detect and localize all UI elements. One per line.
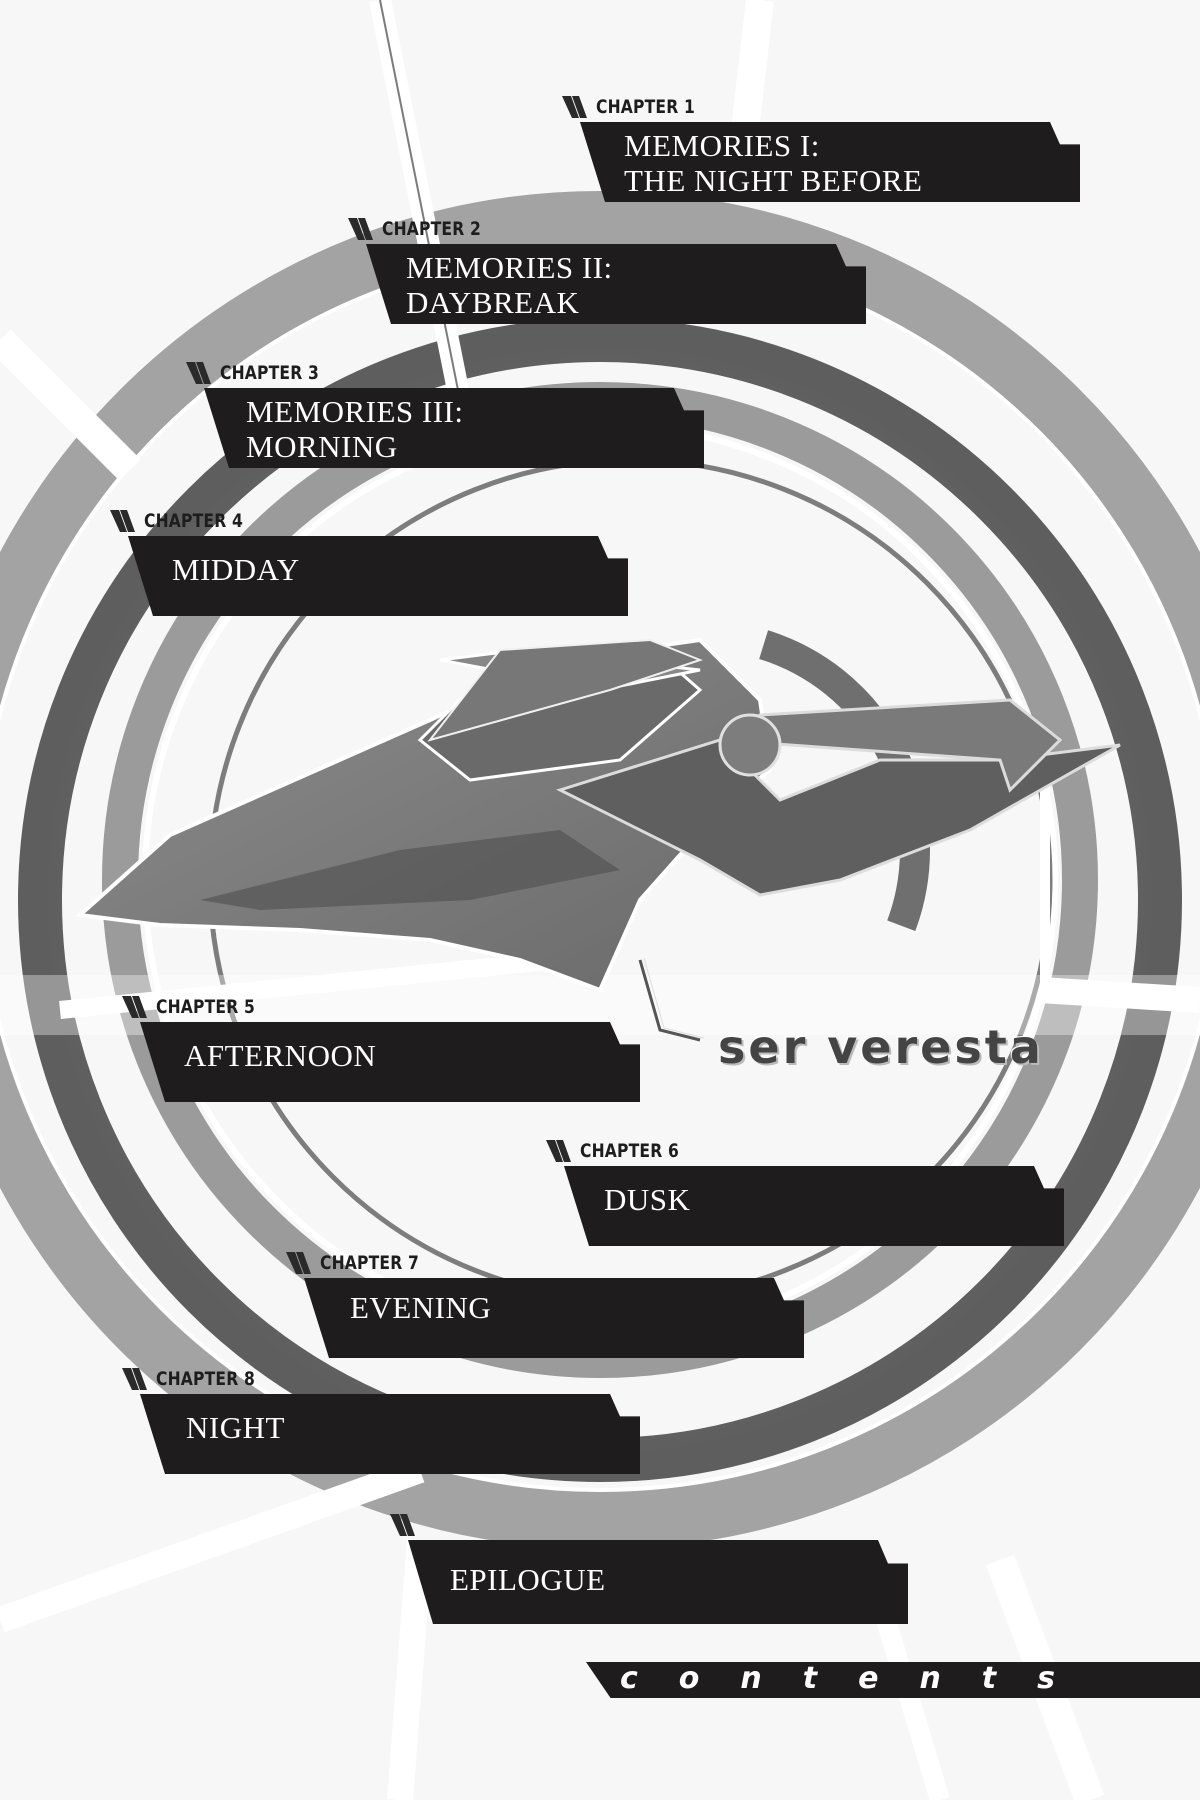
double-slash-icon <box>110 510 135 532</box>
double-slash-icon <box>390 1514 415 1536</box>
double-slash-icon <box>562 96 587 118</box>
chapter-number-label: CHAPTER 6 <box>580 1140 679 1162</box>
double-slash-icon <box>348 218 373 240</box>
chapter-title: MEMORIES I: THE NIGHT BEFORE <box>624 128 923 198</box>
chapter-title: MIDDAY <box>172 552 300 587</box>
chapter-title-bar <box>564 1166 1064 1246</box>
chapter-title-bar <box>140 1022 640 1102</box>
chapter-title: MEMORIES II: DAYBREAK <box>406 250 613 320</box>
double-slash-icon <box>286 1252 311 1274</box>
chapter-number-label: CHAPTER 2 <box>382 218 481 240</box>
chapter-title-bar <box>128 536 628 616</box>
double-slash-icon <box>122 1368 147 1390</box>
double-slash-icon <box>122 996 147 1018</box>
chapter-number-label: CHAPTER 5 <box>156 996 255 1018</box>
chapter-title-bar <box>580 122 1080 202</box>
chapter-number-label: CHAPTER 3 <box>220 362 319 384</box>
epilogue-title-bar <box>408 1540 908 1624</box>
chapter-title-bar <box>366 244 866 324</box>
chapter-title: EVENING <box>350 1290 492 1325</box>
chapter-title-bar <box>140 1394 640 1474</box>
chapter-title: DUSK <box>604 1182 691 1217</box>
double-slash-icon <box>546 1140 571 1162</box>
chapter-number-label: CHAPTER 1 <box>596 96 695 118</box>
chapter-number-label: CHAPTER 8 <box>156 1368 255 1390</box>
chapter-number-label: CHAPTER 7 <box>320 1252 419 1274</box>
chapter-title: MEMORIES III: MORNING <box>246 394 464 464</box>
contents-footer-bar <box>586 1662 1200 1698</box>
chapter-title-bar <box>304 1278 804 1358</box>
chapter-title: AFTERNOON <box>184 1038 377 1073</box>
epilogue-title: EPILOGUE <box>450 1562 606 1597</box>
chapter-title: NIGHT <box>186 1410 285 1445</box>
chapter-number-label: CHAPTER 4 <box>144 510 243 532</box>
contents-heading: contents <box>620 1661 1096 1696</box>
double-slash-icon <box>186 362 211 384</box>
ship-name-label: ser veresta <box>718 1020 1044 1074</box>
chapter-title-bar <box>204 388 704 468</box>
ship-illustration <box>75 637 1121 1042</box>
